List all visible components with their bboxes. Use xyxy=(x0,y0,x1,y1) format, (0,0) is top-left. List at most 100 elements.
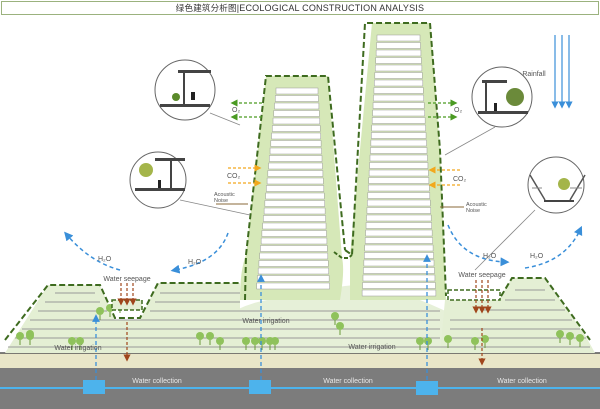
floor-slab xyxy=(373,94,424,102)
floor-slab xyxy=(259,252,329,260)
tree-icon xyxy=(556,330,564,338)
title-chinese: 绿色建筑分析图 xyxy=(175,4,237,14)
tree-icon xyxy=(251,337,259,345)
tree-icon xyxy=(16,332,24,340)
floor-slab xyxy=(364,237,433,244)
irrigation-label-1: Water irrigation xyxy=(54,345,101,352)
tree-trunk xyxy=(569,340,571,345)
tree-icon xyxy=(271,337,279,345)
floor-slab xyxy=(266,177,324,185)
floor-slab xyxy=(366,207,431,214)
floor-slab xyxy=(374,79,424,87)
floor-slab xyxy=(271,132,321,140)
floor-slab xyxy=(367,192,431,199)
irrigation-lines xyxy=(92,254,431,380)
right-tower-outline xyxy=(344,22,447,297)
floor-slab xyxy=(361,289,437,297)
irrigation-label-2: Water irrigation xyxy=(242,318,289,325)
seepage-pool-right xyxy=(447,289,501,301)
seepage-pool-left xyxy=(111,299,143,311)
tree-trunk xyxy=(334,320,336,325)
h2o-label-3: H₂O xyxy=(483,253,497,260)
tree-icon xyxy=(336,322,344,330)
tree-trunk xyxy=(269,345,271,350)
floor-slab xyxy=(369,154,428,162)
title-english: ECOLOGICAL CONSTRUCTION ANALYSIS xyxy=(239,3,425,13)
floor-slab xyxy=(374,64,423,72)
floor-slab xyxy=(363,259,435,267)
callout-mid-left xyxy=(129,151,251,216)
floor-slab xyxy=(260,245,328,252)
floor-slab xyxy=(366,214,432,222)
tree-icon xyxy=(206,332,214,340)
tree-trunk xyxy=(99,315,101,320)
floor-slab xyxy=(269,147,322,155)
floor-slab xyxy=(376,34,421,42)
tree-icon xyxy=(424,337,432,345)
seepage-label-right: Water seepage xyxy=(458,272,505,279)
tree-icon xyxy=(331,312,339,320)
co2-label-right: CO₂ xyxy=(453,176,467,183)
floor-slab xyxy=(362,274,436,282)
callout-top-right xyxy=(444,66,533,156)
tree-trunk xyxy=(484,343,486,348)
tree-trunk xyxy=(209,340,211,345)
tree-trunk xyxy=(447,343,449,348)
floor-slab xyxy=(267,170,324,177)
collection-label-1: Water collection xyxy=(132,378,182,385)
acoustic-label-right-2: Noise xyxy=(466,208,480,214)
left-tower-floors xyxy=(256,87,330,290)
floor-slab xyxy=(375,49,422,57)
co2-label-left: CO₂ xyxy=(227,173,241,180)
tree-trunk xyxy=(474,345,476,350)
floor-slab xyxy=(370,139,427,147)
o2-label-left: O₂ xyxy=(232,107,240,114)
left-terrace xyxy=(5,283,240,353)
title-separator: | xyxy=(236,3,240,13)
tree-icon xyxy=(444,335,452,343)
floor-slab xyxy=(260,237,328,245)
floor-slab xyxy=(376,42,421,49)
floor-slab xyxy=(369,162,429,169)
tree-trunk xyxy=(427,345,429,350)
h2o-label-4: H₂O xyxy=(530,253,544,260)
tree-icon xyxy=(416,337,424,345)
floor-slab xyxy=(272,125,321,132)
floor-slab xyxy=(371,117,426,124)
floor-slab xyxy=(370,147,428,154)
callout-right xyxy=(474,156,586,271)
collection-label-3: Water collection xyxy=(497,378,547,385)
floor-slab xyxy=(362,282,436,289)
floor-slab xyxy=(265,192,325,200)
tree-icon xyxy=(68,337,76,345)
hill-glow xyxy=(180,285,520,353)
floor-slab xyxy=(257,275,330,282)
floor-slab xyxy=(367,199,431,207)
soil-layer xyxy=(0,353,600,368)
tree-trunk xyxy=(219,345,221,350)
h2o-arrow-2 xyxy=(170,232,229,274)
h2o-arrow-3 xyxy=(447,224,510,267)
floor-slab xyxy=(363,267,435,274)
seepage-arrows-right xyxy=(472,280,492,366)
floor-slab xyxy=(374,72,423,79)
tree-icon xyxy=(242,337,250,345)
floor-slab xyxy=(270,140,322,147)
tree-icon xyxy=(576,334,584,342)
collection-label-2: Water collection xyxy=(323,378,373,385)
acoustic-label-right-1: Acoustic xyxy=(466,202,487,208)
water-tank xyxy=(83,380,105,394)
floor-slab xyxy=(268,162,323,170)
floor-slab xyxy=(373,87,424,94)
callout-top-left xyxy=(154,59,241,126)
floor-slab xyxy=(364,244,434,252)
floor-slab xyxy=(269,155,323,162)
floor-slab xyxy=(275,95,319,102)
tree-trunk xyxy=(109,312,111,317)
floor-slab xyxy=(367,184,430,192)
right-terrace-outline xyxy=(448,277,591,341)
floor-slab xyxy=(368,177,430,184)
seepage-label-left: Water seepage xyxy=(103,276,150,283)
floor-slab xyxy=(368,169,429,177)
tree-icon xyxy=(481,335,489,343)
